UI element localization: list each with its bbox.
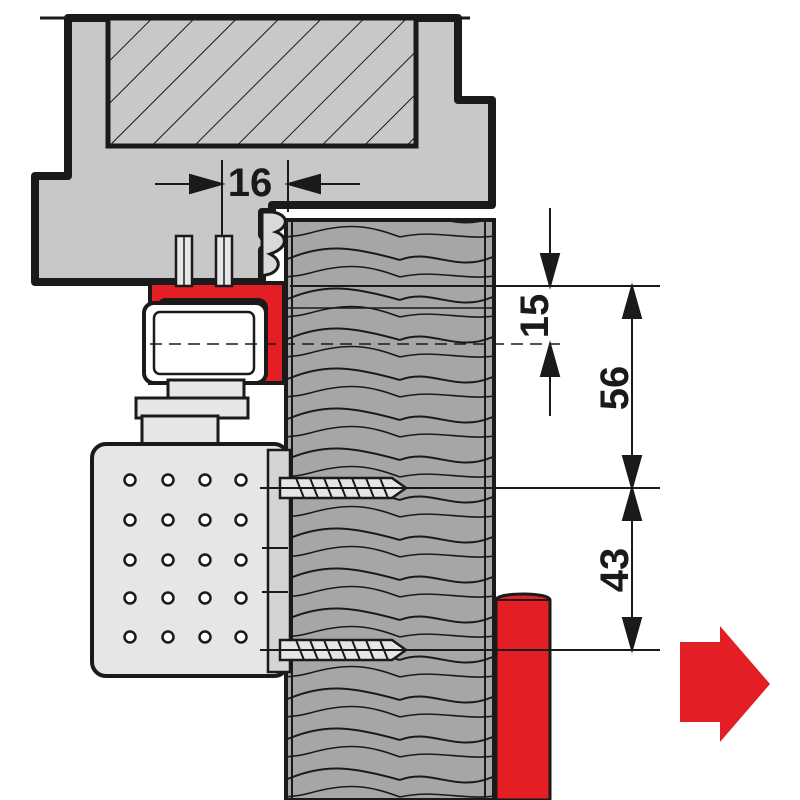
dimension-lines xyxy=(155,160,660,654)
vent-hole xyxy=(198,473,212,487)
mounting-plate xyxy=(142,281,560,385)
vent-hole xyxy=(198,630,212,644)
vent-hole xyxy=(161,630,175,644)
vent-hole xyxy=(123,591,137,605)
closer-arm-spindle xyxy=(134,378,250,448)
vent-hole xyxy=(234,553,248,567)
vent-hole xyxy=(161,513,175,527)
slide-rail-housing xyxy=(142,301,268,385)
vent-hole xyxy=(161,591,175,605)
vent-hole xyxy=(234,513,248,527)
vent-hole xyxy=(123,553,137,567)
vent-hole xyxy=(234,591,248,605)
door-leaf xyxy=(284,218,496,800)
door-handle xyxy=(494,592,552,800)
dim-label-43: 43 xyxy=(593,548,637,593)
dim-label-15: 15 xyxy=(513,294,557,339)
vent-hole xyxy=(123,513,137,527)
vent-hole xyxy=(198,553,212,567)
ventilation-holes xyxy=(123,473,248,644)
vent-hole xyxy=(123,630,137,644)
door-frame xyxy=(31,14,496,286)
dim-label-56: 56 xyxy=(593,366,637,411)
vent-hole xyxy=(123,473,137,487)
door-closer-body xyxy=(90,442,292,678)
vent-hole xyxy=(234,473,248,487)
frame-hatched-section xyxy=(105,15,419,149)
plate-screws xyxy=(174,234,234,288)
door-seal xyxy=(260,210,287,278)
vent-hole xyxy=(161,553,175,567)
vent-hole xyxy=(198,591,212,605)
vent-hole xyxy=(198,513,212,527)
dim-label-16: 16 xyxy=(228,161,273,205)
arrow-right-icon xyxy=(680,626,770,742)
vent-hole xyxy=(161,473,175,487)
vent-hole xyxy=(234,630,248,644)
